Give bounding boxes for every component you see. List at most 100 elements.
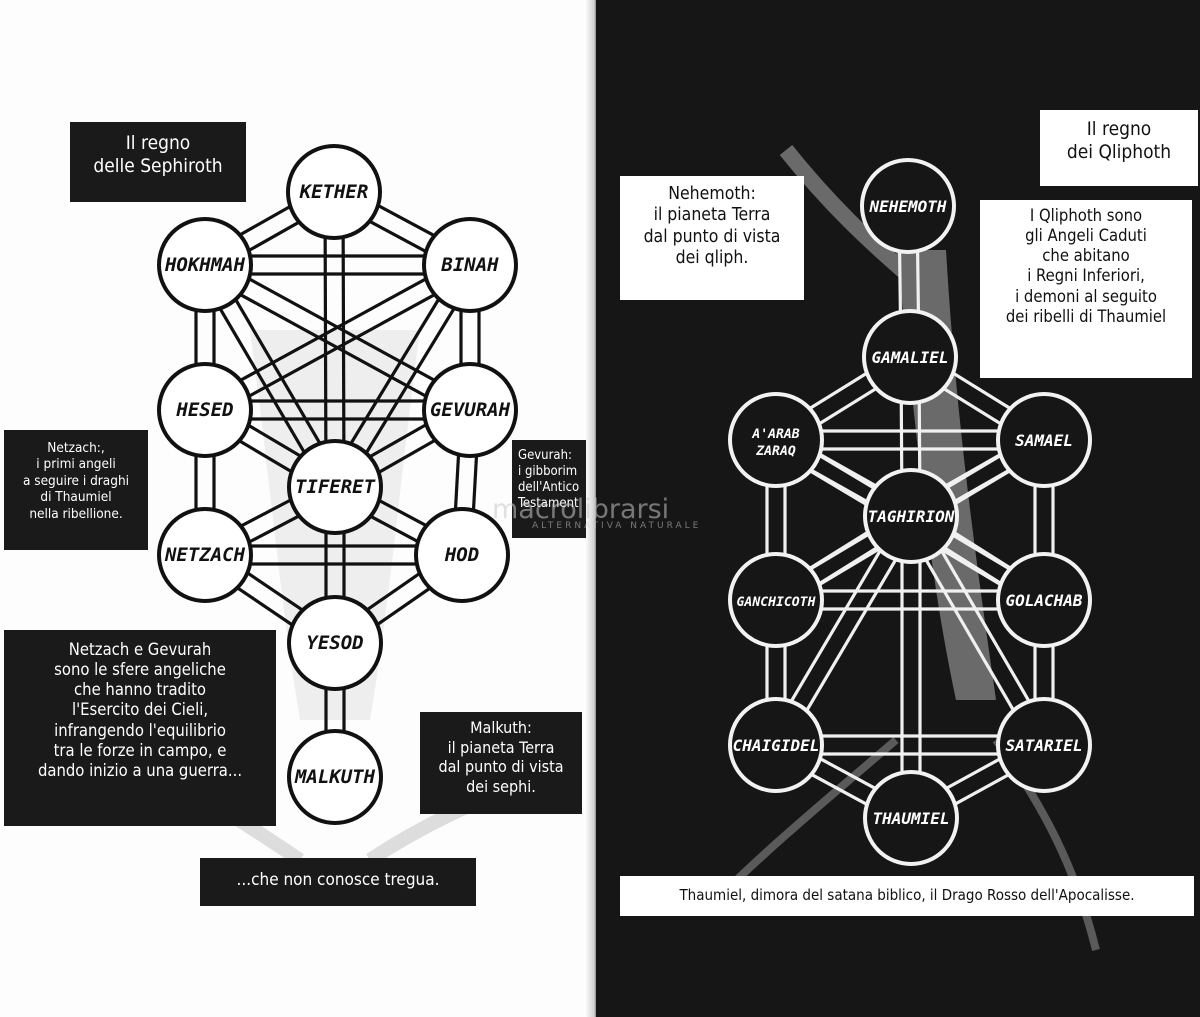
node-taghirion: TAGHIRION: [863, 468, 959, 564]
node-binah: BINAH: [422, 217, 518, 313]
sphere-label: CHAIGIDEL: [733, 736, 820, 755]
watermark-brand: macrolibrarsi: [492, 494, 670, 525]
sphere-label: TIFERET: [295, 476, 376, 498]
sphere-label: GANCHICOTH: [737, 595, 816, 610]
node-hokhmah: HOKHMAH: [157, 217, 253, 313]
path-line: [815, 755, 881, 793]
sphere-circle: [157, 507, 253, 603]
path-line: [897, 246, 903, 317]
dead-tree-branch: [779, 145, 932, 297]
node-gevurah: GEVURAH: [422, 362, 518, 458]
sphere-label: GOLACHAB: [1005, 591, 1082, 610]
left-page: KETHER HOKHMAH BINAH HESED GEVURAH TIFERET NET…: [0, 0, 596, 1017]
path-line: [374, 436, 440, 477]
watermark: macrolibrarsi ALTERNATIVA NATURALE: [492, 494, 701, 531]
sphere-circle: [863, 770, 959, 866]
path-line: [235, 202, 295, 239]
path-line: [244, 291, 440, 400]
path-line: [242, 569, 308, 615]
sphere-label: HOD: [444, 544, 479, 566]
node-hod: HOD: [414, 507, 510, 603]
sphere-circle: [422, 217, 518, 313]
sphere-circle: [287, 729, 383, 825]
qliphoth-title: Il regno dei Qliphoth: [1040, 110, 1198, 186]
sphere-circle: [728, 697, 824, 793]
sphere-circle: [862, 309, 958, 405]
path-line: [372, 584, 435, 629]
path-line: [803, 554, 900, 716]
path-line: [373, 201, 440, 240]
qliphoth-caption: I Qliphoth sono gli Angeli Caduti che ab…: [980, 200, 1192, 378]
path-line: [244, 218, 304, 255]
path-line: [365, 512, 423, 546]
sphere-label: SAMAEL: [1015, 431, 1073, 450]
path-line: [235, 291, 431, 400]
path-line: [232, 583, 298, 629]
path-line: [939, 384, 1006, 428]
sphere-label: GAMALIEL: [871, 348, 948, 367]
node-gamaliel: GAMALIEL: [862, 309, 958, 405]
path-line: [922, 554, 1018, 716]
watermark-tagline: ALTERNATIVA NATURALE: [532, 521, 702, 531]
sphere-circle: [286, 144, 382, 240]
node-samael: SAMAEL: [996, 392, 1092, 488]
sphere-circle: [996, 552, 1092, 648]
sphere-circle: [860, 158, 956, 254]
sphere-label: TAGHIRION: [868, 507, 955, 526]
sphere-circle: [728, 392, 824, 488]
path-line: [941, 755, 1005, 792]
path-line: [231, 294, 324, 449]
path-line: [948, 369, 1015, 413]
node-nehemoth: NEHEMOTH: [860, 158, 956, 254]
ending-caption: ...che non conosce tregua.: [200, 858, 476, 906]
netzach-caption: Netzach:, i primi angeli a seguire i dra…: [4, 430, 148, 550]
sphere-circle: [863, 468, 959, 564]
path-line: [805, 369, 872, 413]
malkuth-caption: Malkuth: il pianeta Terra dal punto di v…: [420, 712, 582, 814]
path-line: [364, 217, 431, 256]
node-chaigidel: CHAIGIDEL: [728, 697, 824, 793]
path-line: [937, 545, 1033, 707]
node-thaumiel: THAUMIEL: [863, 770, 959, 866]
path-line: [236, 496, 296, 530]
path-line: [471, 451, 479, 515]
node-golachab: GOLACHAB: [996, 552, 1092, 648]
path-line: [806, 770, 872, 808]
sphere-label: BINAH: [440, 254, 499, 276]
path-line: [453, 450, 461, 514]
path-line: [244, 275, 440, 384]
sphere-circle: [996, 697, 1092, 793]
node-satariel: SATARIEL: [996, 697, 1092, 793]
node-malkuth: MALKUTH: [287, 729, 383, 825]
path-line: [235, 275, 431, 384]
path-line: [362, 303, 458, 458]
path-line: [243, 421, 306, 460]
path-line: [362, 569, 425, 614]
path-line: [787, 545, 884, 707]
path-line: [341, 232, 346, 447]
sphere-label: THAUMIEL: [872, 809, 949, 828]
path-line: [915, 246, 921, 317]
path-line: [814, 384, 881, 428]
path-line: [365, 420, 431, 461]
path-line: [950, 771, 1014, 808]
gevurah-caption: Gevurah: i gibborim dell'Antico Testamen…: [512, 440, 596, 538]
sphere-label: GEVURAH: [430, 399, 511, 421]
node-kether: KETHER: [286, 144, 382, 240]
node-ganchicoth: GANCHICOTH: [728, 552, 824, 648]
path-line: [347, 294, 443, 449]
node-hesed: HESED: [157, 362, 253, 458]
node-tiferet: TIFERET: [287, 439, 383, 535]
sphere-label: HESED: [175, 399, 233, 421]
sphere-label: NETZACH: [164, 544, 246, 566]
tree-nodes: KETHER HOKHMAH BINAH HESED GEVURAH TIFERET NET…: [157, 144, 518, 825]
betrayal-caption: Netzach e Gevurah sono le sfere angelich…: [4, 630, 276, 826]
sphere-circle: [728, 552, 824, 648]
sphere-circle: [287, 595, 383, 691]
path-line: [244, 512, 304, 546]
nehemoth-caption: Nehemoth: il pianeta Terra dal punto di …: [620, 176, 804, 300]
